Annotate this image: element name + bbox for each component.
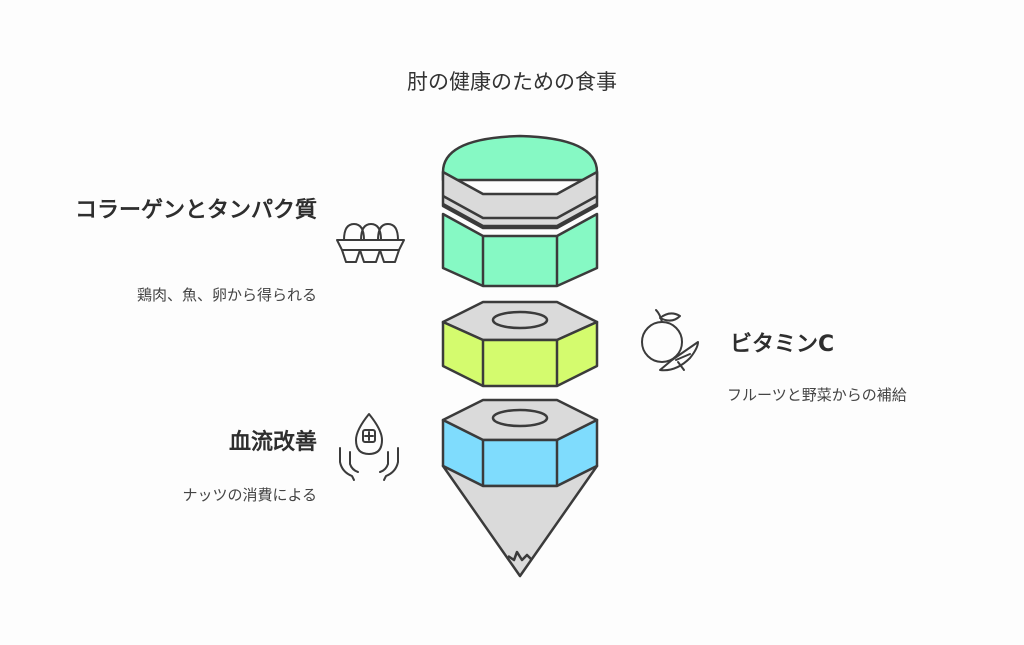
heading-collagen-protein: コラーゲンとタンパク質 xyxy=(74,198,317,223)
heading-vitamin-c: ビタミンC xyxy=(730,332,835,357)
description-collagen-protein: 鶏肉、魚、卵から得られる xyxy=(136,286,317,304)
egg-carton-icon xyxy=(336,223,405,263)
heading-blood-flow: 血流改善 xyxy=(228,430,317,455)
description-vitamin-c: フルーツと野菜からの補給 xyxy=(727,386,907,404)
segment-vitamin-c xyxy=(441,300,599,388)
orange-slice-icon xyxy=(641,309,699,372)
description-blood-flow: ナッツの消費による xyxy=(182,486,317,504)
segment-blood-flow xyxy=(441,398,599,578)
segment-collagen xyxy=(441,134,599,288)
diagram-title: 肘の健康のための食事 xyxy=(407,70,617,94)
hands-drop-icon xyxy=(339,413,399,481)
